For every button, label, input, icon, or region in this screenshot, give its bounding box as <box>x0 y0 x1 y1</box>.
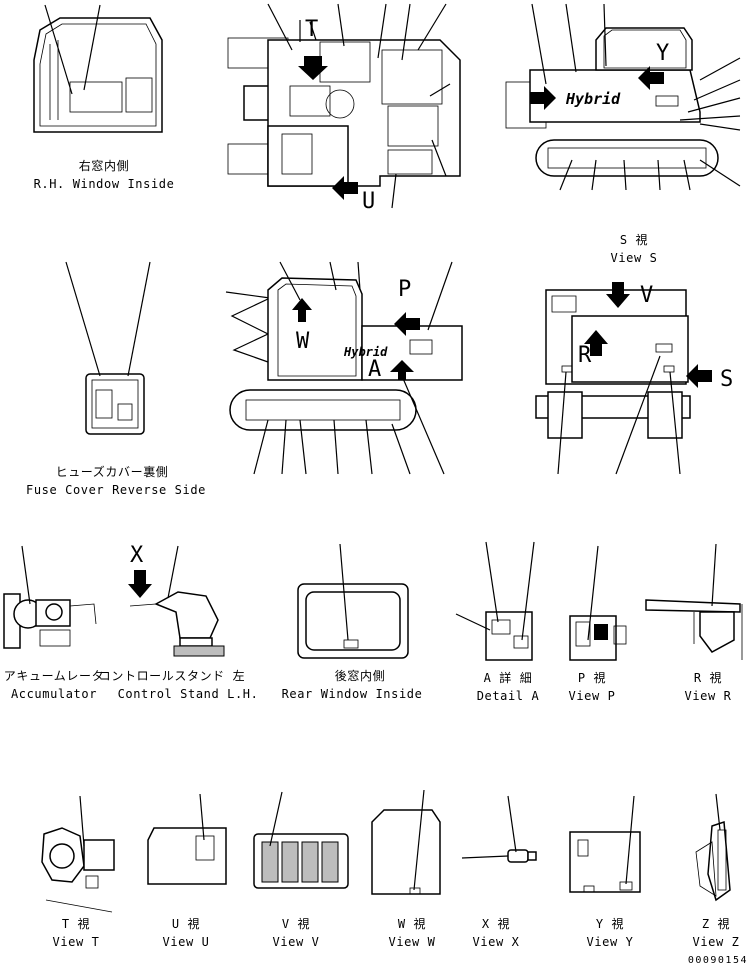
view-x-caption-jp: X 視 <box>482 916 510 931</box>
view-u-caption-jp: U 視 <box>172 916 200 931</box>
fuse-caption-en: Fuse Cover Reverse Side <box>26 483 206 497</box>
view-letter-t: T <box>305 17 318 42</box>
control-stand-caption-en: Control Stand L.H. <box>118 687 259 701</box>
detail-a-drawing <box>455 541 535 661</box>
view-u-drawing <box>147 793 227 885</box>
view-t-drawing <box>41 795 115 913</box>
view-s-caption-jp: S 視 <box>620 232 648 247</box>
view-z-drawing <box>695 793 731 902</box>
rh-window-caption-jp: 右窓内側 <box>79 158 129 173</box>
view-v-caption-en: View V <box>273 935 320 949</box>
control-stand-caption-jp: コントロールスタンド 左 <box>99 668 245 683</box>
view-p-caption-jp: P 視 <box>578 670 606 685</box>
view-r-caption-en: View R <box>685 689 732 703</box>
view-p-drawing <box>569 545 627 661</box>
view-w-caption-en: View W <box>389 935 436 949</box>
view-v-caption-jp: V 視 <box>282 916 310 931</box>
view-r-drawing <box>645 543 743 660</box>
side-view-hybrid-drawing: Y Hybrid <box>505 3 741 191</box>
view-letter-u: U <box>362 189 375 214</box>
view-letter-p: P <box>398 277 411 302</box>
fuse-cover-drawing <box>65 261 151 435</box>
hybrid-logo-top: Hybrid <box>565 90 621 108</box>
view-y-caption-en: View Y <box>587 935 634 949</box>
view-letter-a: A <box>368 357 381 382</box>
view-t-caption-en: View T <box>53 935 100 949</box>
view-z-caption-jp: Z 視 <box>702 916 730 931</box>
rh-window-cab-drawing <box>33 4 163 133</box>
detail-a-caption-jp: A 詳 細 <box>484 670 533 685</box>
view-x-caption-en: View X <box>473 935 520 949</box>
view-letter-s: S <box>720 367 733 392</box>
detail-a-caption-en: Detail A <box>477 689 540 703</box>
view-p-caption-en: View P <box>569 689 616 703</box>
rear-window-caption-jp: 後窓内側 <box>335 668 385 683</box>
view-w-drawing <box>371 789 441 895</box>
accumulator-caption-jp: アキュームレータ <box>4 669 104 683</box>
view-x-drawing <box>461 795 537 863</box>
drawing-number: 00090154 <box>688 955 748 966</box>
view-letter-r: R <box>578 343 592 368</box>
side-view-center-drawing: W Hybrid P A <box>225 261 463 475</box>
view-z-caption-en: View Z <box>693 935 740 949</box>
view-letter-v: V <box>640 283 653 308</box>
view-letter-w: W <box>296 329 310 354</box>
view-v-drawing <box>253 791 349 889</box>
rear-window-caption-en: Rear Window Inside <box>282 687 423 701</box>
view-u-caption-en: View U <box>163 935 210 949</box>
top-view-drawing: T U <box>227 3 461 214</box>
view-y-caption-jp: Y 視 <box>596 916 624 931</box>
view-w-caption-jp: W 視 <box>398 916 426 931</box>
view-s-caption-en: View S <box>611 251 658 265</box>
fuse-caption-jp: ヒューズカバー裏側 <box>56 464 169 479</box>
view-r-caption-jp: R 視 <box>694 670 722 685</box>
rh-window-caption-en: R.H. Window Inside <box>34 177 175 191</box>
rear-window-drawing <box>297 543 409 659</box>
view-y-drawing <box>569 795 641 893</box>
view-letter-y: Y <box>656 41 669 66</box>
accumulator-caption-en: Accumulator <box>11 687 97 701</box>
control-stand-drawing: X <box>128 543 225 657</box>
rear-view-drawing: V R S <box>535 282 733 475</box>
view-t-caption-jp: T 視 <box>62 916 90 931</box>
accumulator-drawing <box>3 545 97 649</box>
hybrid-logo-center: Hybrid <box>343 345 388 359</box>
view-letter-x: X <box>130 543 144 568</box>
